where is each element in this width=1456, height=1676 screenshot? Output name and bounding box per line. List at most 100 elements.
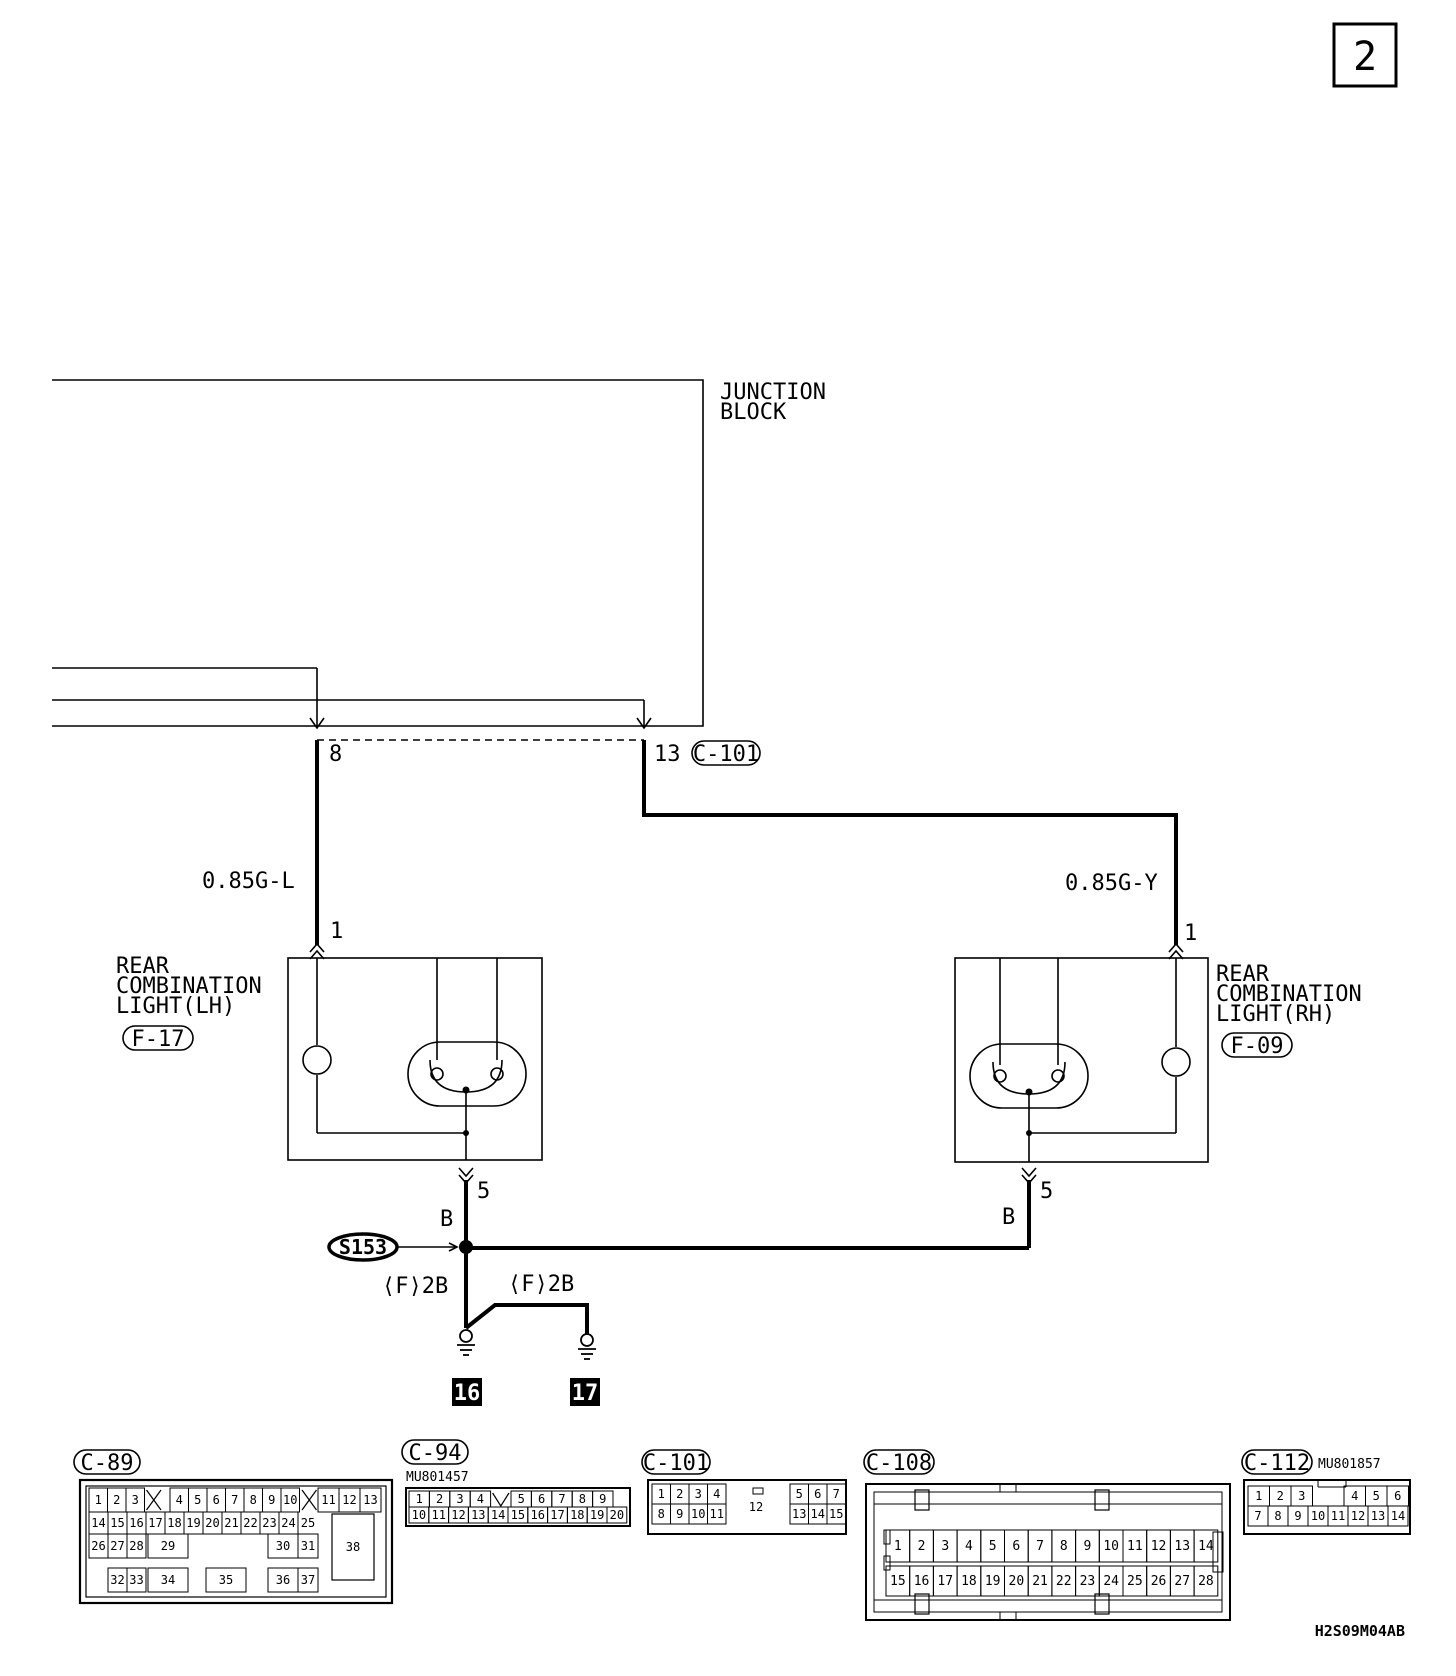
- lh-label-2: COMBINATION: [116, 974, 262, 999]
- pin-number: 28: [1198, 1574, 1214, 1589]
- pin-number: 2: [113, 1493, 120, 1507]
- pin-number: 10: [412, 1508, 426, 1522]
- pin-number: 8: [250, 1493, 257, 1507]
- pin-number: 12: [749, 1500, 763, 1514]
- pin-number: 27: [1174, 1574, 1190, 1589]
- lh-node-2: [463, 1130, 469, 1136]
- pin-number: 15: [829, 1507, 843, 1521]
- pin-number: 28: [129, 1539, 143, 1553]
- pin-number: 35: [219, 1573, 233, 1587]
- pin-number: 20: [205, 1516, 219, 1530]
- ground-branch-label-2: ⟨F⟩2B: [508, 1272, 574, 1297]
- pin-number: 9: [1084, 1539, 1092, 1554]
- pin-cell: [126, 1567, 147, 1593]
- pin-cell: [707, 1503, 727, 1525]
- pin-number: 15: [890, 1574, 906, 1589]
- pin-number: 14: [91, 1516, 105, 1530]
- pin-number: 3: [941, 1539, 949, 1554]
- ground-branch-label-1: ⟨F⟩2B: [382, 1274, 448, 1299]
- ground-wire-label-right: B: [1002, 1205, 1015, 1230]
- pin-cell: [1387, 1505, 1409, 1527]
- rh-pin-1: 1: [1184, 921, 1197, 946]
- lh-label-3: LIGHT(LH): [116, 994, 235, 1019]
- pin-number: 14: [1198, 1539, 1214, 1554]
- wire-harness: [315, 740, 1178, 1335]
- wire-label-left: 0.85G-L: [202, 869, 295, 894]
- pin-number: 10: [283, 1493, 297, 1507]
- pin-number: 5: [194, 1493, 201, 1507]
- pin-number: 8: [658, 1507, 665, 1521]
- pin-number: 37: [301, 1573, 315, 1587]
- pin-number: 27: [110, 1539, 124, 1553]
- rh-node-2: [1026, 1130, 1032, 1136]
- pin-number: 25: [1127, 1574, 1143, 1589]
- pin-number: 14: [1391, 1509, 1405, 1523]
- rh-label-3: LIGHT(RH): [1216, 1002, 1335, 1027]
- pin-number: 13: [1371, 1509, 1385, 1523]
- ground-icon: [457, 1329, 475, 1356]
- pin-number: 38: [346, 1540, 360, 1554]
- blank-pin-cross: [301, 1489, 317, 1511]
- pin-number: 17: [550, 1508, 564, 1522]
- figure-code: H2S09M04AB: [1315, 1622, 1405, 1640]
- pin-number: 36: [276, 1573, 290, 1587]
- pin-number: 31: [301, 1539, 315, 1553]
- pin-number: 3: [1298, 1489, 1305, 1503]
- pin-number: 7: [1254, 1509, 1261, 1523]
- pin-number: 6: [1394, 1489, 1401, 1503]
- rh-node: [1025, 1088, 1033, 1096]
- splice-label: S153: [339, 1235, 387, 1259]
- ground-icon: [578, 1333, 596, 1360]
- pin-number: 8: [1060, 1539, 1068, 1554]
- pin-number: 13: [363, 1493, 377, 1507]
- pin-number: 12: [342, 1493, 356, 1507]
- pin-number: 5: [518, 1492, 525, 1506]
- pin-number: 23: [262, 1516, 276, 1530]
- pin-number: 24: [281, 1516, 295, 1530]
- pin-number: 26: [91, 1539, 105, 1553]
- svg-text:C-94: C-94: [409, 1441, 462, 1466]
- pin-number: 33: [129, 1573, 143, 1587]
- pin-number: 15: [511, 1508, 525, 1522]
- pin-number: 6: [1012, 1539, 1020, 1554]
- pin-number: 5: [1373, 1489, 1380, 1503]
- pin-number: 4: [965, 1539, 973, 1554]
- pin-number: 9: [268, 1493, 275, 1507]
- pin-number: 1: [1255, 1489, 1262, 1503]
- pin-number: 11: [710, 1507, 724, 1521]
- svg-text:C-101: C-101: [643, 1451, 709, 1476]
- lh-pin-5: 5: [477, 1179, 490, 1204]
- pin-number: 12: [1151, 1539, 1167, 1554]
- pin-number: 22: [243, 1516, 257, 1530]
- pin-number: 5: [989, 1539, 997, 1554]
- rh-pin-5: 5: [1040, 1179, 1053, 1204]
- ground-point-17-box: [570, 1378, 600, 1406]
- pin-number: 4: [176, 1493, 183, 1507]
- pin-number: 10: [1311, 1509, 1325, 1523]
- splice-dot: [459, 1240, 473, 1254]
- junction-block-label-1: JUNCTION: [720, 380, 826, 405]
- pin-number: 16: [530, 1508, 544, 1522]
- pin-number: 6: [814, 1487, 821, 1501]
- rear-light-lh: [287, 957, 543, 1161]
- page-number: 2: [1353, 34, 1377, 80]
- pin-number: 34: [161, 1573, 175, 1587]
- splice-oval: [327, 1232, 399, 1262]
- pin-number: 23: [1080, 1574, 1096, 1589]
- svg-text:MU801857: MU801857: [1318, 1457, 1381, 1472]
- pin-number: 6: [213, 1493, 220, 1507]
- pin-number: 8: [579, 1492, 586, 1506]
- pin-number: 3: [695, 1487, 702, 1501]
- rear-light-rh: [954, 957, 1209, 1163]
- pin-number: 20: [610, 1508, 624, 1522]
- pin-number: 18: [961, 1574, 977, 1589]
- pin-number: 19: [186, 1516, 200, 1530]
- pin-number: 7: [558, 1492, 565, 1506]
- lh-pin-1: 1: [330, 919, 343, 944]
- pin-number: 11: [431, 1508, 445, 1522]
- pin-number: 1: [95, 1493, 102, 1507]
- rh-label-1: REAR: [1216, 962, 1270, 987]
